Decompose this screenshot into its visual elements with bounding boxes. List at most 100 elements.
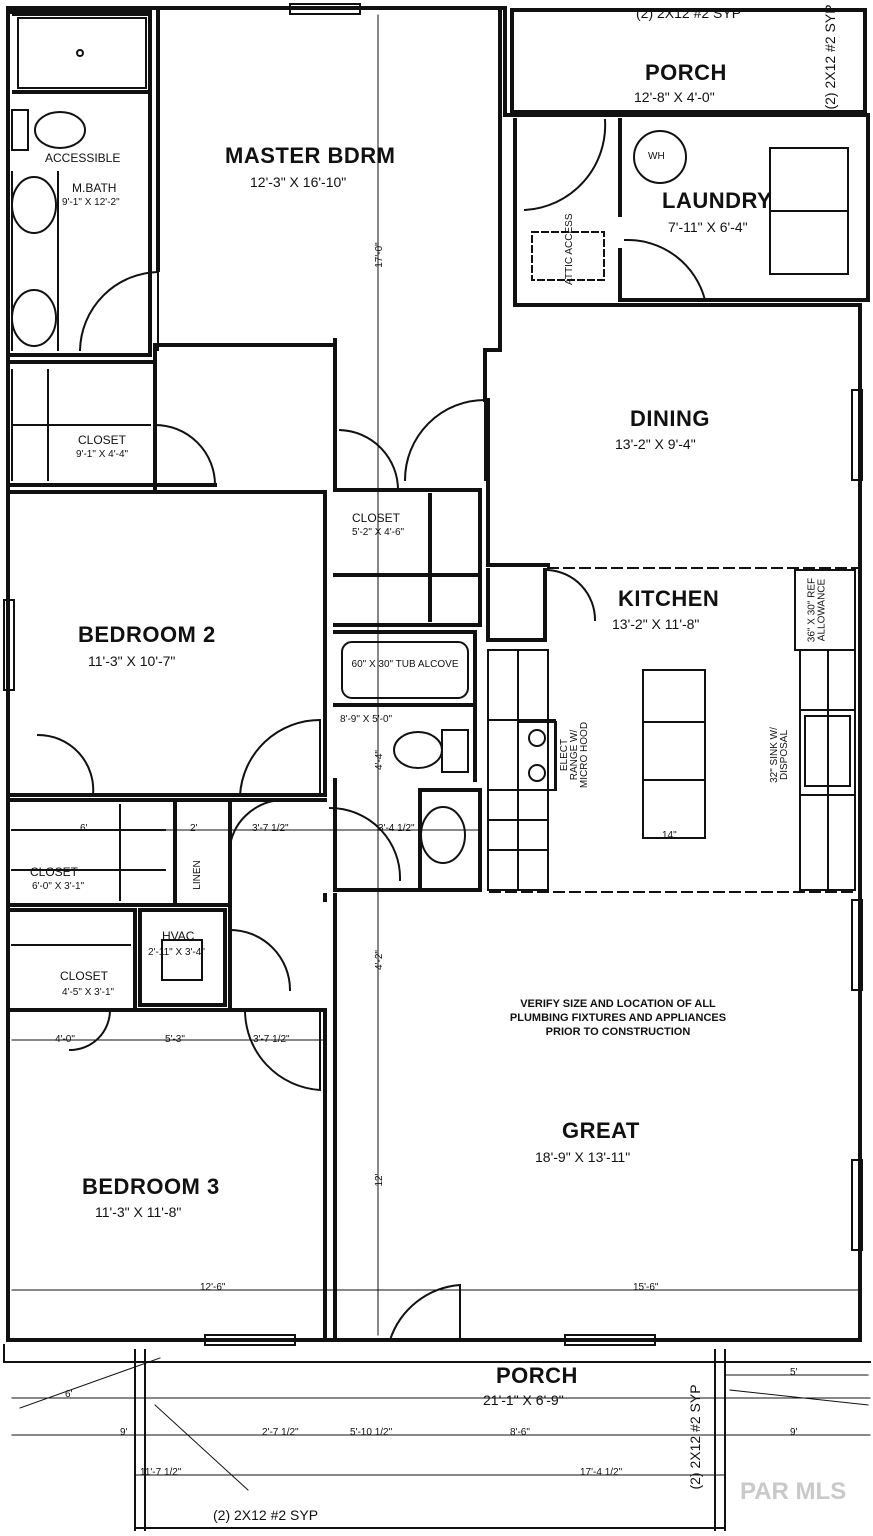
wall-hall [6,798,327,1012]
bedroom3-name: BEDROOM 3 [82,1174,220,1199]
dim-b3-2: 5'-3" [165,1034,185,1045]
beam-right-top: (2) 2X12 #2 SYP [822,4,838,110]
door-front [388,1283,461,1342]
construction-note: VERIFY SIZE AND LOCATION OF ALL PLUMBING… [488,997,748,1039]
door-bath2 [328,806,402,882]
wall-dining-kitchen [486,398,550,567]
sink-bath2 [420,806,466,864]
attic-label: ATTIC ACCESS [564,213,575,286]
door-master [78,270,159,352]
range-label: ELECT RANGE W/ MICRO HOOD [559,721,590,789]
dim-b3-3: 3'-7 1/2" [253,1034,290,1045]
fridge-label: 36" X 30" REF ALLOWANCE [806,577,828,643]
room-master-name: MASTER BDRM [225,143,396,168]
door-laundry2 [623,238,707,302]
laundry-dim: 7'-11" X 6'-4" [668,219,748,235]
door-pantry [546,568,597,622]
hvac-dim: 2'-11" X 3'-4" [148,947,205,958]
vanity-sink-2 [11,289,57,347]
hvac-unit [161,939,203,981]
dim-b3-bottom: 12'-6" [200,1282,226,1293]
great-name: GREAT [562,1118,640,1143]
dim-great-v2: 12' [374,1173,385,1187]
toilet-bath2 [393,731,443,769]
wall-b3-closet [6,908,327,1012]
dim-b3-1: 4'-0" [55,1034,75,1045]
bedroom2-name: BEDROOM 2 [78,622,216,647]
mbath-name: M.BATH [72,181,117,195]
dim-hall4: 3'-4 1/2" [378,823,415,834]
dim-hall1: 6' [80,823,88,834]
door-hvac [228,928,292,992]
closet-mid-name: CLOSET [352,511,401,525]
counter-right [794,569,856,891]
wall-master-right [483,10,502,402]
dim-porch-1: 2'-7 1/2" [262,1427,299,1438]
porch-front [3,1344,871,1531]
door-mid-closet [338,428,400,491]
great-dim: 18'-9" X 13'-11" [535,1149,631,1165]
door-b2-closet [36,733,95,796]
island-dim: 14" [662,830,677,841]
laundry-name: LAUNDRY [662,188,773,213]
wall-pantry [486,568,547,642]
door-b3-closet [68,1008,112,1052]
beam-top: (2) 2X12 #2 SYP [636,5,742,21]
dim-porch-3: 8'-6" [510,1427,530,1438]
kitchen-island [642,669,706,839]
closet-b2-name: CLOSET [30,865,79,879]
note-line-1: VERIFY SIZE AND LOCATION OF ALL [520,998,716,1010]
closet-master-dim: 9'-1" X 4'-4" [76,449,129,460]
exterior-wall-laundry [503,113,870,302]
note-line-2: PLUMBING FIXTURES AND APPLIANCES [509,1012,727,1024]
wall-mid-closet [333,488,482,627]
tub-fixture [341,641,469,699]
porch-front-name: PORCH [496,1363,578,1388]
wall-mbath-tub [12,12,152,94]
dining-name: DINING [630,406,710,431]
closet-master-name: CLOSET [78,433,127,447]
dim-great-bottom: 15'-6" [633,1282,659,1293]
wall-bath2-lower [333,778,482,892]
wall-laundry [513,118,862,307]
dim-porch-left: 6' [65,1389,73,1400]
water-heater-label: WH [648,151,665,162]
shower [17,17,147,89]
closet-b3-dim: 4'-5" X 3'-1" [62,987,115,998]
dim-master-v: 17'-0" [374,242,385,268]
exterior-wall-bottom-right [468,303,862,1342]
door-master-closet [153,423,217,486]
toilet-master [34,111,86,149]
kitchen-name: KITCHEN [618,586,720,611]
beam-bottom: (2) 2X12 #2 SYP [213,1507,319,1523]
dim-porch-2: 5'-10 1/2" [350,1427,393,1438]
wall-bath2 [333,630,477,782]
watermark: PAR MLS [740,1478,847,1505]
hvac-name: HVAC [162,929,195,943]
wall-bedroom2 [6,490,327,797]
note-line-3: PRIOR TO CONSTRUCTION [545,1026,691,1038]
dim-porch-right: 5' [790,1367,798,1378]
dim-hall3: 3'-7 1/2" [252,823,289,834]
dim-bath-v: 4'-4" [374,750,385,770]
dim-great-v1: 4'-2" [374,950,385,970]
closet-mid-dim: 5'-2" X 4'-6" [352,527,405,538]
wall-master-closet-shelves [11,369,151,481]
porch-rear-name: PORCH [645,60,727,85]
vanity-sink-1 [11,176,57,234]
wall-master-bottom [153,343,232,492]
tub-label: 60" X 30" TUB ALCOVE [351,659,459,670]
door-bedroom3 [243,1008,321,1092]
mbath-dim: 9'-1" X 12'-2" [62,197,120,208]
door-linen [228,798,287,847]
porch-rear-outline [510,8,867,114]
dim-porch-right2: 9' [790,1427,798,1438]
kitchen-dim: 13'-2" X 11'-8" [612,616,700,632]
room-master-dim: 12'-3" X 16'-10" [250,174,347,190]
beam-right-bottom: (2) 2X12 #2 SYP [687,1384,703,1490]
bath2-dim: 8'-9" X 5'-0" [340,714,393,725]
door-dining [403,398,486,482]
porch-rear-dim: 12'-8" X 4'-0" [634,89,715,105]
closet-b3-name: CLOSET [60,969,109,983]
